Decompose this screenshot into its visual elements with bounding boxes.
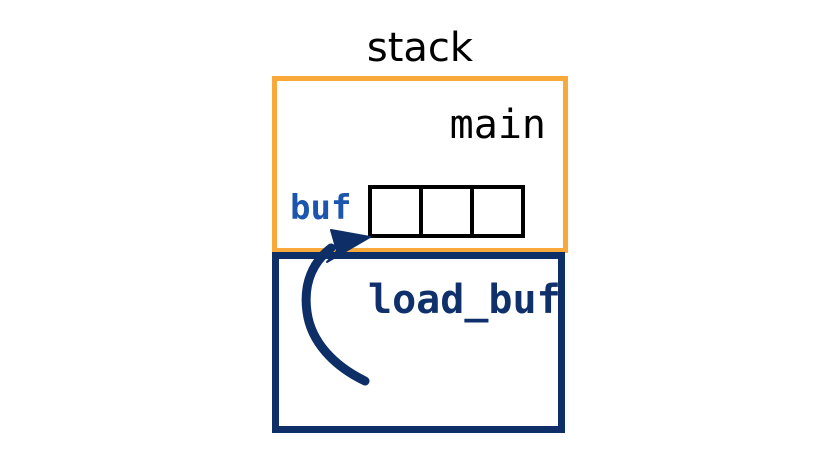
buf-cell (368, 185, 423, 238)
main-frame-bottom-edge (272, 248, 568, 253)
buf-variable-label: buf (290, 188, 352, 228)
stack-frame-load-buf (272, 252, 565, 433)
buf-array (368, 185, 525, 238)
buf-cell (470, 185, 525, 238)
frame-label-load-buf: load_buf (368, 277, 561, 323)
frame-label-main: main (449, 102, 546, 148)
buf-cell (419, 185, 474, 238)
page-title: stack (366, 25, 474, 71)
stack-frame-main (272, 76, 568, 253)
